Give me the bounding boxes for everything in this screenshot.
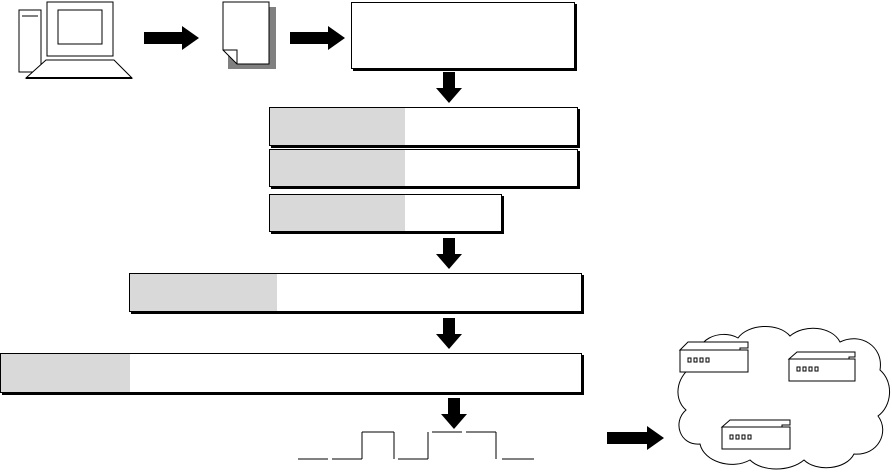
arrow-right-icon — [290, 26, 345, 50]
network-device-icon — [720, 419, 791, 450]
arrow-down-icon — [436, 72, 462, 103]
document-page-icon — [222, 1, 276, 69]
network-device-icon — [787, 351, 856, 382]
layer-row-2-header-cell — [270, 150, 405, 186]
arrow-down-icon — [436, 318, 462, 349]
desktop-computer-icon — [18, 1, 134, 79]
layer-row-1 — [269, 107, 578, 146]
arrow-down-icon — [436, 238, 462, 269]
layer-row-5 — [0, 353, 582, 393]
layer-row-4 — [129, 273, 582, 312]
arrow-right-icon — [607, 426, 664, 450]
layer-row-4-header-cell — [130, 274, 277, 311]
arrow-right-icon — [144, 26, 199, 50]
top-box — [351, 2, 575, 69]
arrow-down-icon — [441, 398, 467, 429]
layer-row-3-header-cell — [270, 195, 405, 231]
network-device-icon — [678, 341, 749, 373]
square-wave-icon — [298, 431, 534, 460]
layer-row-3 — [269, 194, 502, 232]
layer-row-5-header-cell — [1, 354, 130, 392]
layer-row-2 — [269, 149, 578, 187]
layer-row-1-header-cell — [270, 108, 405, 145]
